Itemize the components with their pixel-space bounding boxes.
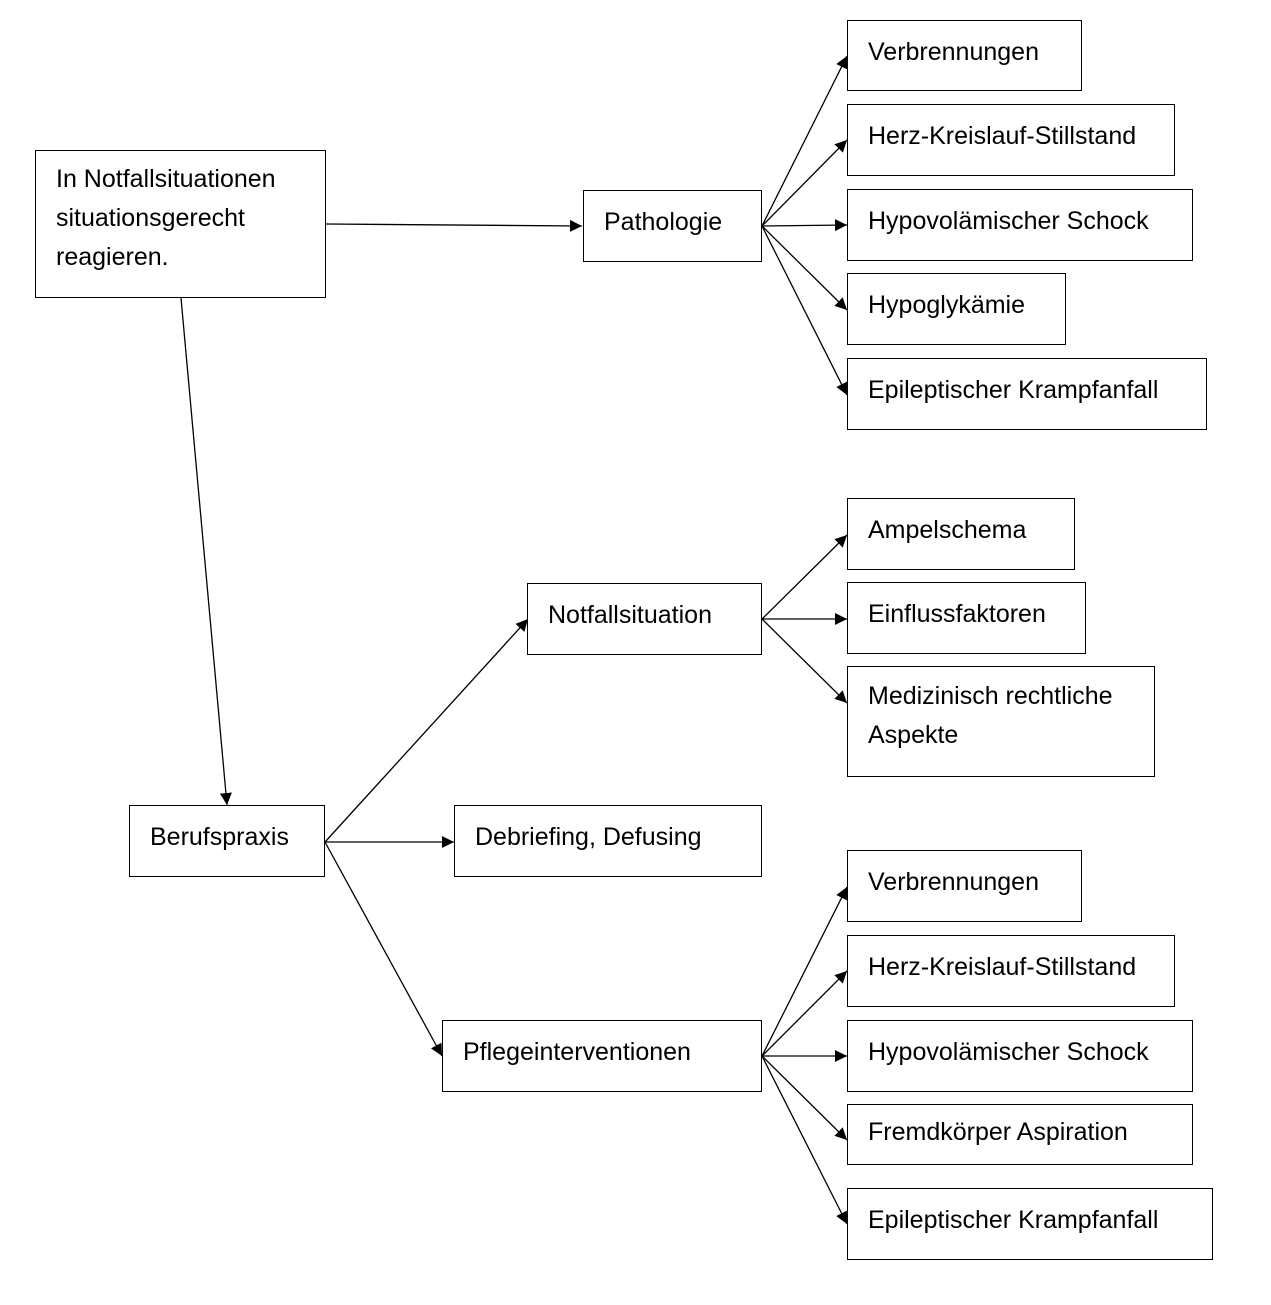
notfall-item-multi-line-2: Aspekte xyxy=(868,721,959,749)
edge-pathologie-item-3 xyxy=(761,219,848,232)
edge-pflege-item-4 xyxy=(761,1055,848,1141)
pflege-item-epileptischer-krampfanfall: Epileptischer Krampfanfall xyxy=(847,1188,1213,1260)
notfall-item-multi-line-1: Medizinisch rechtliche xyxy=(868,682,1113,710)
berufspraxis-node: Berufspraxis xyxy=(129,805,325,877)
edge-root-pathologie xyxy=(325,219,583,232)
pflege-item-herz-kreislauf: Herz-Kreislauf-Stillstand xyxy=(847,935,1175,1007)
root-node: In Notfallsituationen situationsgerecht … xyxy=(35,150,326,298)
edge-root-berufspraxis xyxy=(180,297,232,806)
edge-notfall-item-3 xyxy=(761,618,848,704)
edge-pflege-item-1 xyxy=(761,886,848,1057)
edge-notfall-item-1 xyxy=(761,534,848,620)
pflege-item-verbrennungen: Verbrennungen xyxy=(847,850,1082,922)
pathologie-item-hypoglykaemie: Hypoglykämie xyxy=(847,273,1066,345)
root-line-1: In Notfallsituationen xyxy=(56,165,276,193)
notfall-item-ampelschema: Ampelschema xyxy=(847,498,1075,570)
pathologie-item-verbrennungen: Verbrennungen xyxy=(847,20,1082,91)
pathologie-item-epileptischer-krampfanfall: Epileptischer Krampfanfall xyxy=(847,358,1207,430)
root-line-3: reagieren. xyxy=(56,243,169,271)
pflege-item-hypovolaemischer-schock: Hypovolämischer Schock xyxy=(847,1020,1193,1092)
pathologie-node: Pathologie xyxy=(583,190,762,262)
edge-berufspraxis-pflegeinterventionen xyxy=(324,841,443,1057)
pathologie-item-hypovolaemischer-schock: Hypovolämischer Schock xyxy=(847,189,1193,261)
edge-pflege-item-2 xyxy=(761,970,848,1057)
pathologie-item-herz-kreislauf: Herz-Kreislauf-Stillstand xyxy=(847,104,1175,176)
root-line-2: situationsgerecht xyxy=(56,204,246,232)
edge-pathologie-item-4 xyxy=(761,225,848,311)
notfall-item-einflussfaktoren: Einflussfaktoren xyxy=(847,582,1086,654)
notfall-item-medizinisch-rechtliche-aspekte: Medizinisch rechtliche Aspekte xyxy=(847,666,1155,777)
edge-pathologie-item-2 xyxy=(761,139,848,227)
edge-pathologie-item-1 xyxy=(761,55,848,227)
debriefing-node: Debriefing, Defusing xyxy=(454,805,762,877)
pflegeinterventionen-node: Pflegeinterventionen xyxy=(442,1020,762,1092)
notfallsituation-node: Notfallsituation xyxy=(527,583,762,655)
edge-pathologie-item-5 xyxy=(761,225,848,396)
edge-pflege-item-5 xyxy=(761,1055,848,1225)
pflege-item-fremdkoerper-aspiration: Fremdkörper Aspiration xyxy=(847,1104,1193,1165)
edge-berufspraxis-notfallsituation xyxy=(324,618,529,843)
